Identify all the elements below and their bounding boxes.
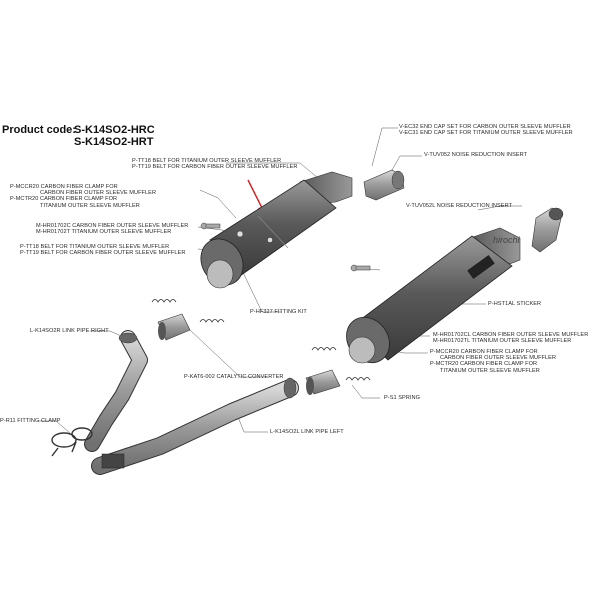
callout-belt-mid: P-TT18 BELT FOR TITANIUM OUTER SLEEVE MU… bbox=[20, 244, 186, 257]
callout-spring: P-S1 SPRING bbox=[384, 395, 420, 401]
product-code-label: Product code: bbox=[2, 124, 76, 136]
noise-insert-right bbox=[531, 207, 564, 253]
callout-outer-sleeve-muffler-top: M-HR01702C CARBON FIBER OUTER SLEEVE MUF… bbox=[36, 223, 189, 236]
springs bbox=[151, 299, 371, 381]
callout-belt-top: P-TT18 BELT FOR TITANIUM OUTER SLEEVE MU… bbox=[132, 158, 298, 171]
connecting-sleeves bbox=[157, 313, 341, 395]
noise-insert-top bbox=[363, 169, 405, 201]
callout-link-pipe-left: L-K14SO2L LINK PIPE LEFT bbox=[270, 429, 344, 435]
link-pipe-right bbox=[84, 330, 148, 452]
upper-muffler bbox=[200, 179, 337, 289]
product-code-hrc: S-K14SO2-HRC bbox=[74, 124, 155, 136]
lower-muffler bbox=[346, 235, 513, 364]
fitting-clamps bbox=[51, 427, 93, 457]
watermark: hirochi bbox=[493, 235, 520, 245]
callout-end-cap-set: V-EC32 END CAP SET FOR CARBON OUTER SLEE… bbox=[399, 124, 573, 137]
callout-fitting-kit: P-HF327 FITTING KIT bbox=[250, 309, 307, 315]
callout-noise-insert-top: V-TUV052 NOISE REDUCTION INSERT bbox=[424, 152, 528, 158]
fitting-bolts bbox=[200, 222, 371, 272]
callout-outer-sleeve-muffler-bottom: M-HR01702CL CARBON FIBER OUTER SLEEVE MU… bbox=[433, 332, 589, 345]
callout-fitting-clamp: P-R11 FITTING CLAMP bbox=[0, 418, 61, 424]
link-pipe-left bbox=[91, 377, 299, 475]
callout-link-pipe-right: L-K14SO2R LINK PIPE RIGHT bbox=[30, 328, 109, 334]
product-codes: S-K14SO2-HRC S-K14SO2-HRT bbox=[74, 124, 155, 148]
product-code-hrt: S-K14SO2-HRT bbox=[74, 136, 154, 148]
callout-carbon-clamp-bottom: P-MCCR20 CARBON FIBER CLAMP FOR CARBON F… bbox=[430, 349, 557, 374]
callout-sticker: P-HST1AL STICKER bbox=[488, 301, 542, 307]
callout-catalytic-converter: P-KAT6-002 CATALYTIC CONVERTER bbox=[184, 374, 284, 380]
callout-noise-insert-right: V-TUV052L NOISE REDUCTION INSERT bbox=[406, 203, 513, 209]
callout-carbon-clamp-top: P-MCCR20 CARBON FIBER CLAMP FOR CARBON F… bbox=[10, 184, 157, 209]
